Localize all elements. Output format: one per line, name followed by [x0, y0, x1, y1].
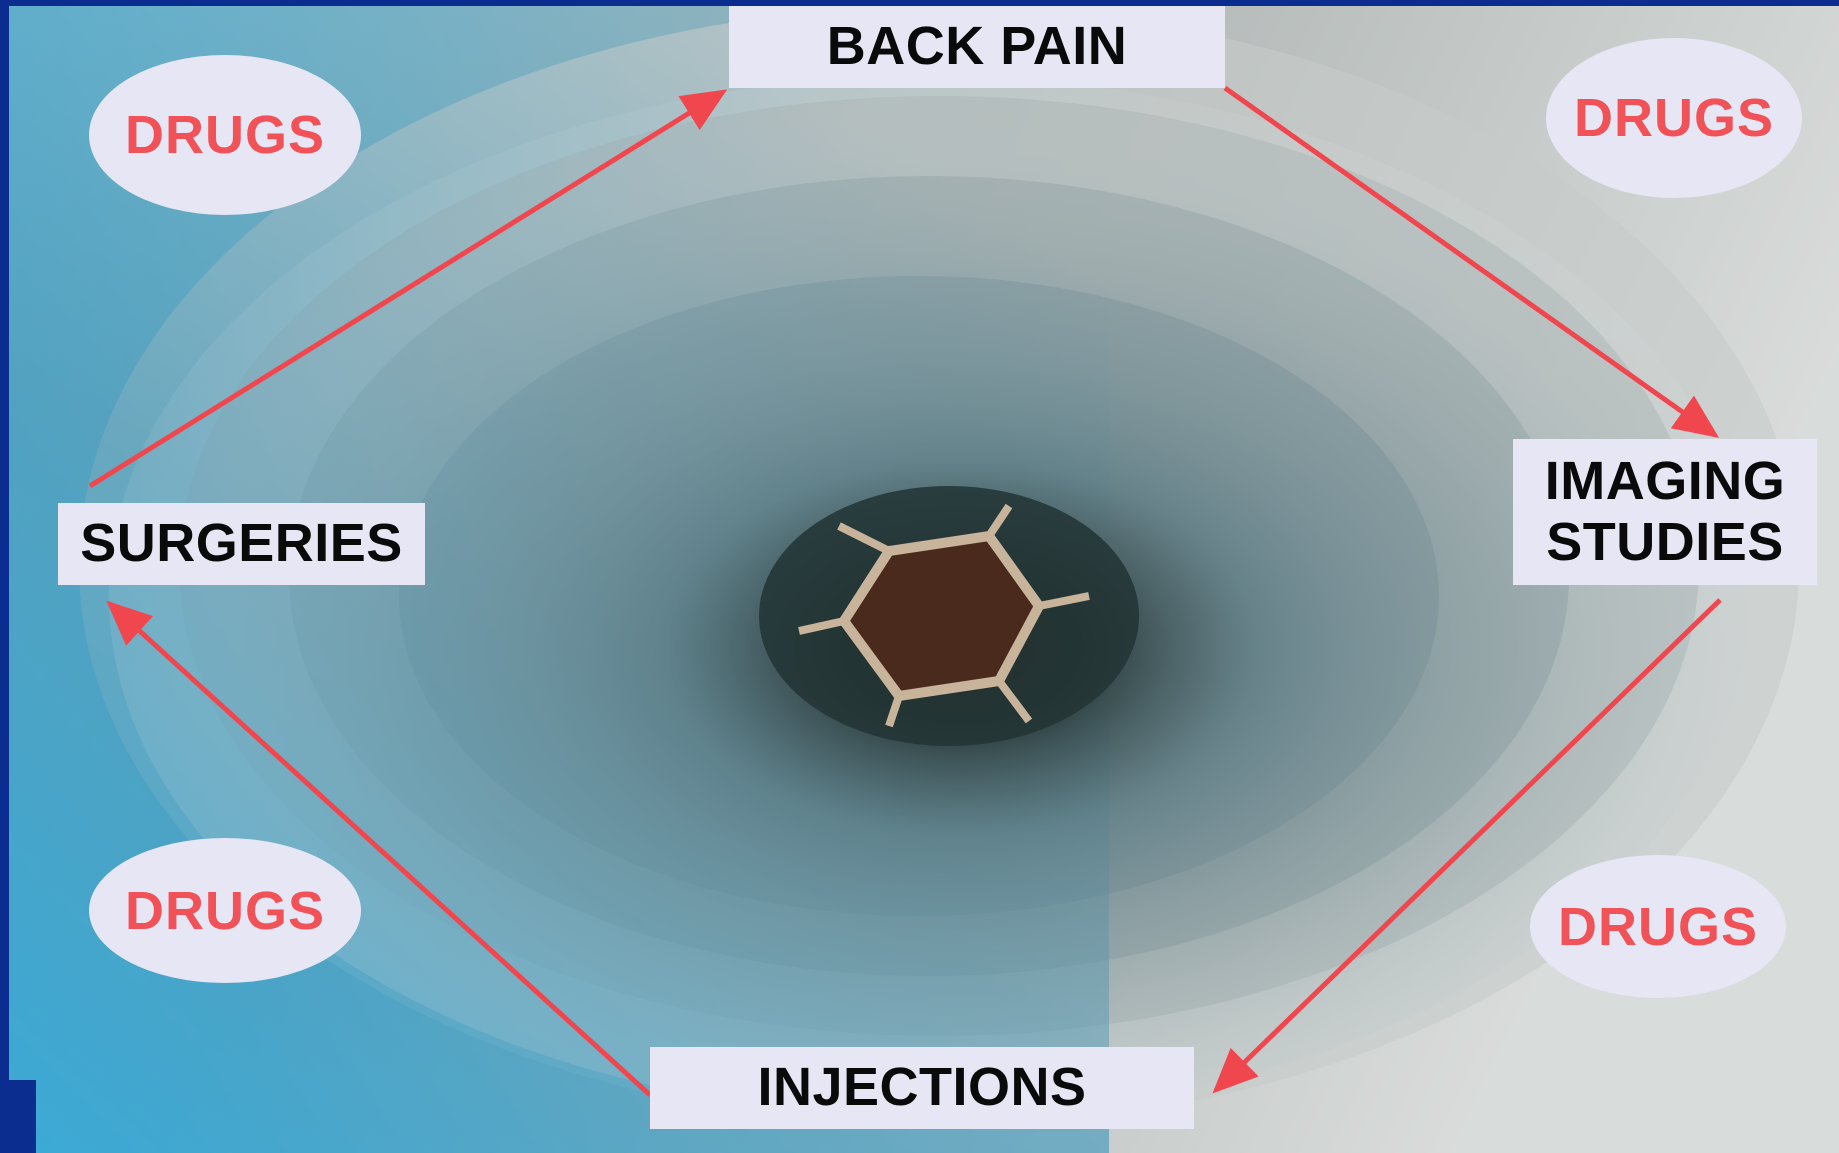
node-back-pain: BACK PAIN	[729, 6, 1225, 88]
arrow-imaging-to-injections	[1216, 600, 1720, 1090]
node-surgeries: SURGERIES	[58, 503, 425, 585]
oval-drugs-top-left: DRUGS	[89, 55, 361, 215]
oval-drugs-bottom-right: DRUGS	[1530, 855, 1786, 998]
node-injections-label: INJECTIONS	[757, 1057, 1086, 1118]
node-surgeries-label: SURGERIES	[80, 513, 403, 574]
node-injections: INJECTIONS	[650, 1047, 1194, 1129]
oval-drugs-bottom-left-label: DRUGS	[125, 880, 325, 942]
oval-drugs-top-right: DRUGS	[1546, 38, 1802, 198]
oval-drugs-top-left-label: DRUGS	[125, 104, 325, 166]
node-imaging-line2: STUDIES	[1546, 512, 1784, 572]
node-back-pain-label: BACK PAIN	[827, 16, 1128, 77]
oval-drugs-top-right-label: DRUGS	[1574, 87, 1774, 149]
oval-drugs-bottom-left: DRUGS	[89, 838, 361, 983]
node-imaging-studies: IMAGING STUDIES	[1513, 439, 1817, 585]
node-imaging-line1: IMAGING	[1545, 451, 1786, 511]
oval-drugs-bottom-right-label: DRUGS	[1558, 896, 1758, 958]
node-imaging-studies-label: IMAGING STUDIES	[1545, 451, 1786, 573]
